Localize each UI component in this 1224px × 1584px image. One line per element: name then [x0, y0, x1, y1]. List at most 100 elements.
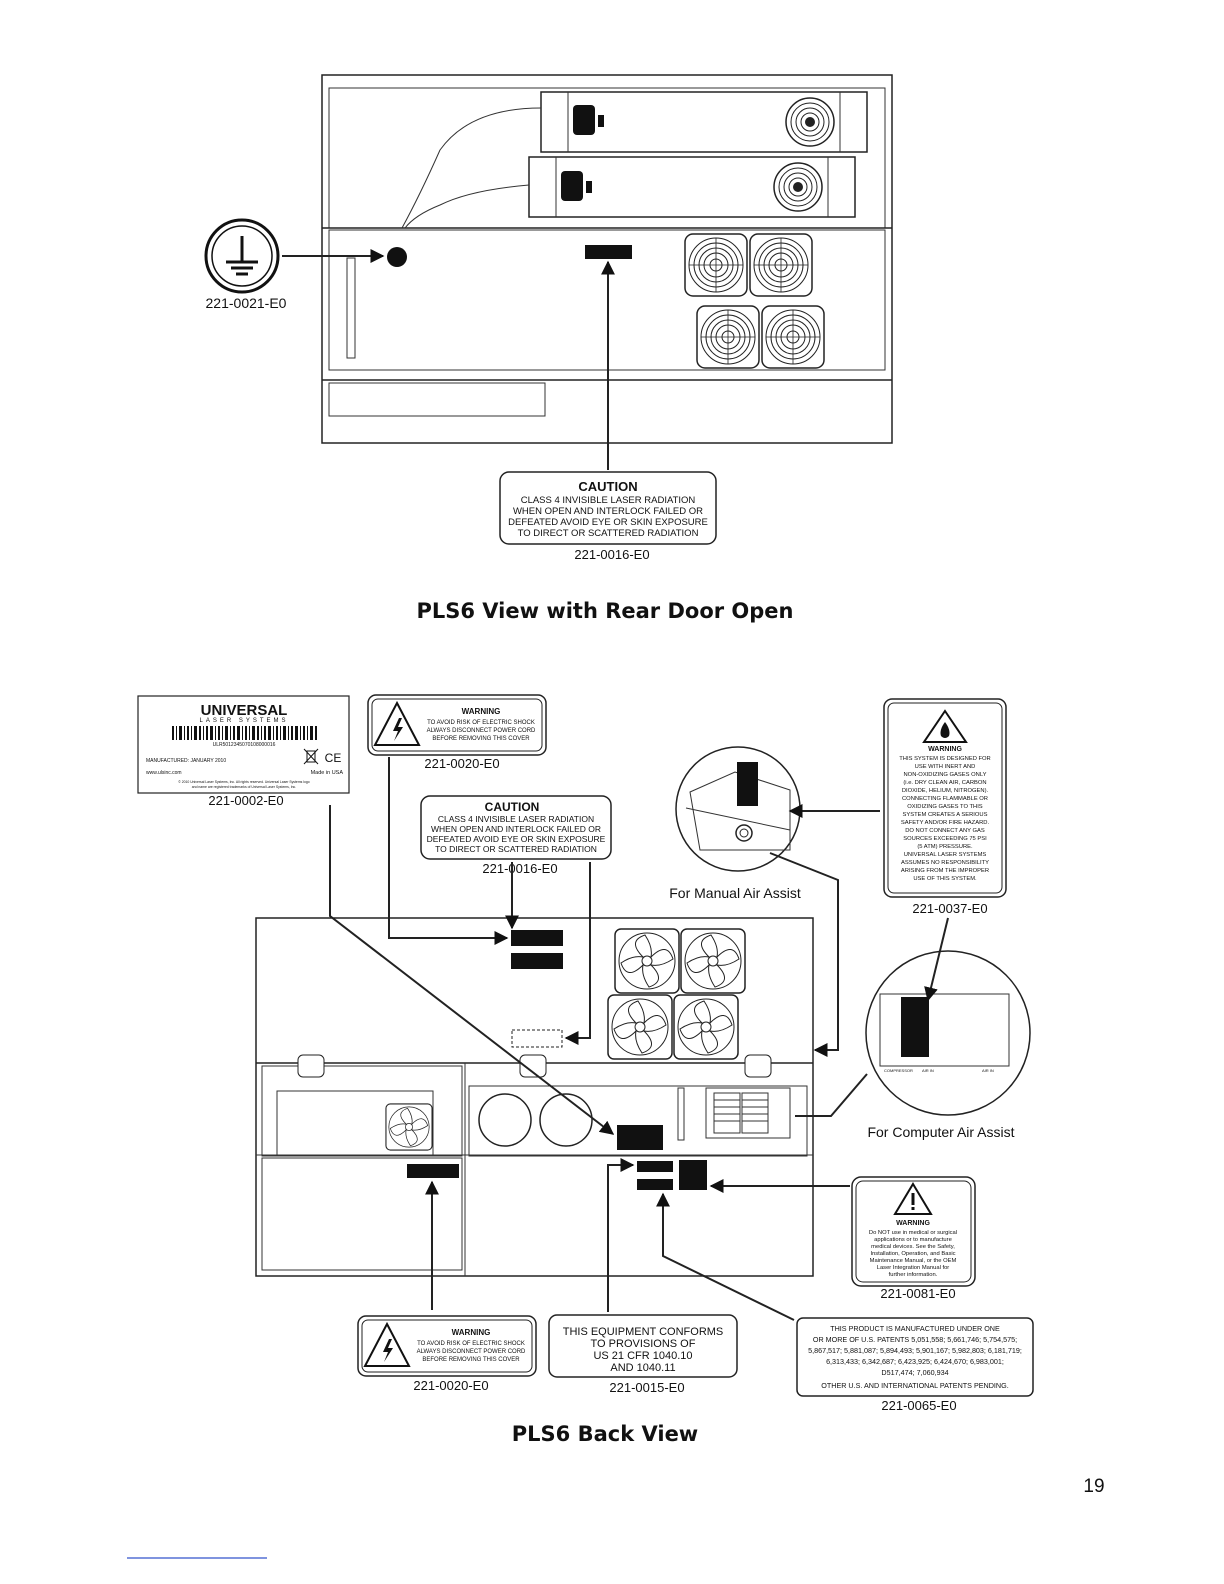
warning-shock2-line: TO AVOID RISK OF ELECTRIC SHOCK	[417, 1341, 525, 1347]
bottom-figure-title: PLS6 Back View	[512, 1422, 698, 1446]
warning-gas-line: ARISING FROM THE IMPROPER	[901, 868, 989, 874]
uls-manufactured: MANUFACTURED: JANUARY 2010	[146, 758, 226, 764]
uls-site: www.ulsinc.com	[146, 770, 182, 776]
uls-fine-print: and name are registered trademarks of Un…	[192, 785, 296, 789]
warning-gas-line: NON-OXIDIZING GASES ONLY	[904, 772, 987, 778]
patents-line: D517,474; 7,060,934	[881, 1368, 948, 1377]
exclamation-warning-icon	[893, 1182, 933, 1215]
warning-shock2-heading: WARNING	[452, 1328, 491, 1337]
conforms-line: THIS EQUIPMENT CONFORMS	[563, 1326, 724, 1338]
barcode	[172, 726, 317, 740]
bottom-caution-part-number: 221-0016-E0	[482, 861, 557, 876]
bottom-caution-line: CLASS 4 INVISIBLE LASER RADIATION	[438, 814, 594, 824]
air-in-label: AIR IN	[922, 1068, 934, 1073]
warning-gas-line: USE WITH INERT AND	[915, 764, 976, 770]
bottom-caution-line: TO DIRECT OR SCATTERED RADIATION	[435, 844, 597, 854]
warning-shock2-line: ALWAYS DISCONNECT POWER CORD	[417, 1349, 526, 1355]
patents-label: THIS PRODUCT IS MANUFACTURED UNDER ONE O…	[796, 1317, 1034, 1397]
warning-shock-label-top: WARNING TO AVOID RISK OF ELECTRIC SHOCK …	[367, 694, 547, 756]
conforms-line: TO PROVISIONS OF	[591, 1338, 696, 1350]
warning-gas-line: (i.e. DRY CLEAN AIR, CARBON	[903, 780, 986, 786]
bottom-caution-heading: CAUTION	[485, 800, 540, 814]
weee-bin-icon	[303, 748, 319, 765]
bottom-caution-line: DEFEATED AVOID EYE OR SKIN EXPOSURE	[427, 834, 606, 844]
warning-medical-line: applications or to manufacture	[874, 1237, 952, 1243]
ground-symbol-icon	[204, 218, 280, 294]
top-caution-line: CLASS 4 INVISIBLE LASER RADIATION	[521, 495, 696, 506]
flame-warning-icon	[922, 709, 968, 743]
page-number: 19	[1083, 1476, 1104, 1497]
warning-gas-line: (5 ATM) PRESSURE.	[917, 844, 973, 850]
electric-shock-icon	[363, 1321, 411, 1367]
warning-gas-line: UNIVERSAL LASER SYSTEMS	[904, 852, 987, 858]
top-caution-line: TO DIRECT OR SCATTERED RADIATION	[518, 528, 699, 539]
warning-shock2-part-number: 221-0020-E0	[413, 1378, 488, 1393]
uls-serial: ULR5012345070108000016	[213, 742, 276, 748]
warning-medical-line: Laser Integration Manual for	[877, 1265, 950, 1271]
uls-product-label: UNIVERSAL LASER SYSTEMS ULR5012345070108…	[137, 695, 350, 794]
ground-part-number: 221-0021-E0	[206, 295, 287, 311]
warning-medical-line: Do NOT use in medical or surgical	[869, 1230, 957, 1236]
warning-medical-line: medical devices. See the Safety,	[871, 1244, 955, 1250]
patents-part-number: 221-0065-E0	[881, 1398, 956, 1413]
warning-shock-label-bottom: WARNING TO AVOID RISK OF ELECTRIC SHOCK …	[357, 1315, 537, 1377]
uls-part-number: 221-0002-E0	[208, 793, 283, 808]
warning-gas-line: SOURCES EXCEEDING 75 PSI	[903, 836, 987, 842]
warning-medical-line: Installation, Operation, and Basic	[870, 1251, 955, 1257]
top-caution-part-number: 221-0016-E0	[574, 547, 649, 562]
uls-brand: UNIVERSAL	[201, 702, 288, 719]
conforms-label: THIS EQUIPMENT CONFORMS TO PROVISIONS OF…	[548, 1314, 738, 1378]
warning-shock-heading: WARNING	[462, 707, 501, 716]
warning-shock-line: ALWAYS DISCONNECT POWER CORD	[427, 728, 536, 734]
bottom-caution-label: CAUTION CLASS 4 INVISIBLE LASER RADIATIO…	[420, 795, 612, 860]
uls-fine-print: © 2010 Universal Laser Systems, Inc. All…	[178, 780, 310, 784]
manual-air-assist-caption: For Manual Air Assist	[669, 885, 801, 901]
warning-gas-line: USE OF THIS SYSTEM.	[913, 876, 977, 882]
air-in-label: AIR IN	[982, 1068, 994, 1073]
patents-line: 6,313,433; 6,342,687; 6,423,925; 6,424,6…	[826, 1357, 1004, 1366]
conforms-line: AND 1040.11	[610, 1362, 675, 1374]
warning-gas-line: THIS SYSTEM IS DESIGNED FOR	[899, 756, 990, 762]
top-caution-line: WHEN OPEN AND INTERLOCK FAILED OR	[513, 506, 703, 517]
warning-medical-heading: WARNING	[896, 1220, 930, 1227]
warning-gas-part-number: 221-0037-E0	[912, 901, 987, 916]
warning-gas-label: WARNING THIS SYSTEM IS DESIGNED FOR USE …	[883, 698, 1007, 898]
patents-line: OR MORE OF U.S. PATENTS 5,051,558; 5,661…	[813, 1335, 1017, 1344]
conforms-line: US 21 CFR 1040.10	[593, 1350, 692, 1362]
warning-gas-line: CONNECTING FLAMMABLE OR	[902, 796, 988, 802]
warning-shock-part-number: 221-0020-E0	[424, 756, 499, 771]
warning-gas-line: SYSTEM CREATES A SERIOUS	[903, 812, 988, 818]
warning-shock-line: TO AVOID RISK OF ELECTRIC SHOCK	[427, 720, 535, 726]
warning-shock-line: BEFORE REMOVING THIS COVER	[432, 736, 530, 742]
top-figure-title: PLS6 View with Rear Door Open	[416, 599, 793, 623]
rear-door-open-diagram	[204, 74, 893, 470]
leader-arrows	[329, 757, 949, 1321]
warning-medical-line: Maintenance Manual, or the OEM	[870, 1258, 957, 1264]
patents-line: 5,867,517; 5,881,087; 5,894,493; 5,901,1…	[808, 1346, 1022, 1355]
conforms-part-number: 221-0015-E0	[609, 1380, 684, 1395]
top-caution-heading: CAUTION	[578, 479, 637, 494]
warning-gas-line: DIOXIDE, HELIUM, NITROGEN).	[902, 788, 989, 794]
top-caution-line: DEFEATED AVOID EYE OR SKIN EXPOSURE	[508, 517, 708, 528]
compressor-label: COMPRESSOR	[884, 1068, 913, 1073]
manual-air-assist-detail	[675, 746, 801, 872]
top-caution-label: CAUTION CLASS 4 INVISIBLE LASER RADIATIO…	[499, 471, 717, 545]
warning-medical-label: WARNING Do NOT use in medical or surgica…	[851, 1176, 976, 1287]
patents-line: THIS PRODUCT IS MANUFACTURED UNDER ONE	[830, 1324, 1000, 1333]
back-view-diagram	[255, 917, 814, 1277]
uls-sub: LASER SYSTEMS	[199, 718, 288, 724]
computer-air-assist-caption: For Computer Air Assist	[867, 1124, 1014, 1140]
computer-air-assist-detail: COMPRESSOR AIR IN AIR IN	[865, 950, 1031, 1116]
warning-gas-line: ASSUMES NO RESPONSIBILITY	[901, 860, 989, 866]
warning-gas-heading: WARNING	[928, 746, 962, 753]
electric-shock-icon	[373, 700, 421, 746]
warning-gas-line: DO NOT CONNECT ANY GAS	[905, 828, 985, 834]
warning-gas-line: OXIDIZING GASES TO THIS	[907, 804, 983, 810]
patents-line: OTHER U.S. AND INTERNATIONAL PATENTS PEN…	[821, 1381, 1008, 1390]
bottom-caution-line: WHEN OPEN AND INTERLOCK FAILED OR	[431, 824, 601, 834]
warning-medical-part-number: 221-0081-E0	[880, 1286, 955, 1301]
ce-mark: CE	[325, 751, 342, 765]
warning-gas-line: SAFETY AND/OR FIRE HAZARD.	[901, 820, 990, 826]
warning-shock2-line: BEFORE REMOVING THIS COVER	[422, 1357, 520, 1363]
